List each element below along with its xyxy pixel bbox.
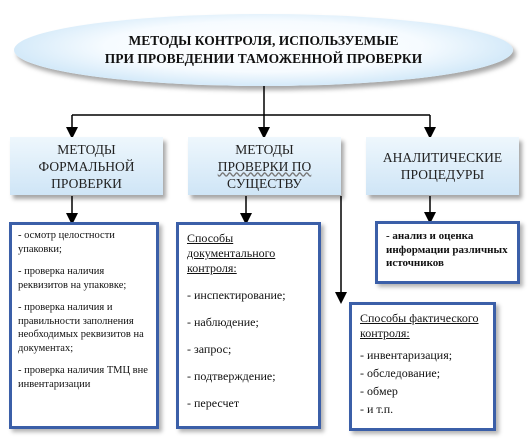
root-node: МЕТОДЫ КОНТРОЛЯ, ИСПОЛЬЗУЕМЫЕ ПРИ ПРОВЕД… xyxy=(14,14,513,86)
list-item: - инспектирование; xyxy=(187,288,286,302)
category-analytical: АНАЛИТИЧЕСКИЕ ПРОЦЕДУРЫ xyxy=(366,137,519,195)
root-title-line2: ПРИ ПРОВЕДЕНИИ ТАМОЖЕННОЙ ПРОВЕРКИ xyxy=(104,51,423,66)
category-substantive-line1: МЕТОДЫ xyxy=(235,141,294,157)
category-formal-line1: МЕТОДЫ xyxy=(57,141,116,157)
root-title-line1: МЕТОДЫ КОНТРОЛЯ, ИСПОЛЬЗУЕМЫЕ xyxy=(128,33,399,48)
list-item: - и т.п. xyxy=(360,402,394,416)
category-substantive-line2: ПРОВЕРКИ ПО xyxy=(217,158,312,174)
category-formal-line2: ФОРМАЛЬНОЙ xyxy=(38,158,135,174)
list-item: - обследование; xyxy=(360,366,441,380)
category-analytical-line2: ПРОЦЕДУРЫ xyxy=(400,167,485,182)
list-item: - наблюдение; xyxy=(187,315,259,329)
category-substantive-line3: СУЩЕСТВУ xyxy=(227,175,302,191)
category-analytical-line1: АНАЛИТИЧЕСКИЕ xyxy=(382,150,503,165)
list-item: - проверка наличия ТМЦ вне инвентаризаци… xyxy=(18,365,148,390)
documentary-heading: Способы документального контроля: xyxy=(187,231,276,275)
list-item: - пересчет xyxy=(187,396,240,410)
category-formal-line3: ПРОВЕРКИ xyxy=(51,175,122,191)
category-formal: МЕТОДЫ ФОРМАЛЬНОЙ ПРОВЕРКИ xyxy=(10,137,163,195)
factual-heading: Способы фактического контроля: xyxy=(360,311,479,340)
list-item: - подтверждение; xyxy=(187,369,276,383)
list-item: - обмер xyxy=(360,384,398,398)
list-item: - инвентаризация; xyxy=(360,348,453,362)
analytical-procedures-list: - анализ и оценка информации различных и… xyxy=(375,221,520,284)
documentary-control-list: Способы документального контроля: - инсп… xyxy=(176,222,321,429)
formal-methods-list: - осмотр целостности упаковки; - проверк… xyxy=(9,222,159,429)
list-item: - проверка наличия реквизитов на упаковк… xyxy=(18,266,127,291)
list-item: - запрос; xyxy=(187,342,232,356)
list-item: - проверка наличия и правильности заполн… xyxy=(18,302,144,354)
list-item: - осмотр целостности упаковки; xyxy=(18,230,115,255)
category-substantive: МЕТОДЫ ПРОВЕРКИ ПО СУЩЕСТВУ xyxy=(188,137,341,195)
list-item: - анализ и оценка информации различных и… xyxy=(386,230,508,269)
factual-control-list: Способы фактического контроля: - инвента… xyxy=(349,302,496,431)
